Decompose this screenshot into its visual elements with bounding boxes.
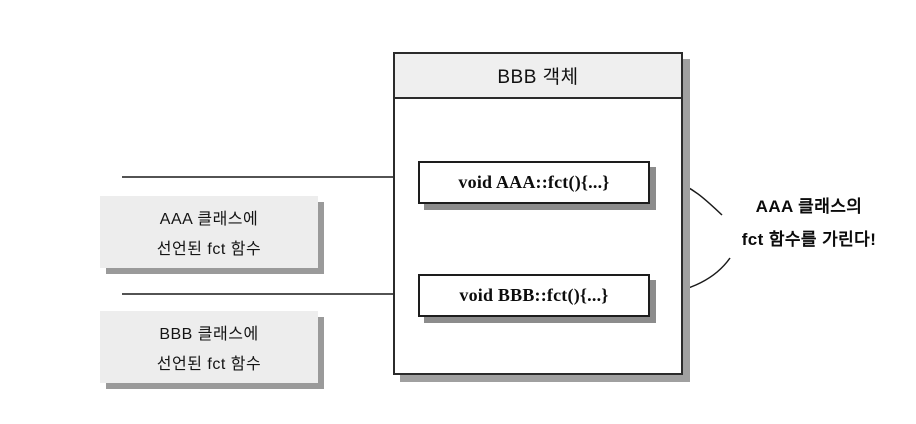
bbb-method-box[interactable]: void BBB::fct(){...}	[418, 274, 650, 317]
aaa-note-line-2: 선언된 fct 함수	[156, 241, 262, 258]
aaa-method-box[interactable]: void AAA::fct(){...}	[418, 161, 650, 204]
bbb-method-signature: void BBB::fct(){...}	[459, 285, 609, 305]
bbb-note-line-1: BBB 클래스에	[159, 326, 259, 343]
bbb-note-box[interactable]: BBB 클래스에 선언된 fct 함수	[100, 311, 318, 383]
container-header: BBB 객체	[395, 54, 681, 99]
override-callout-line-1: AAA 클래스의	[755, 197, 863, 216]
bbb-note-line-2: 선언된 fct 함수	[156, 356, 262, 373]
aaa-note-line-1: AAA 클래스에	[159, 211, 259, 228]
aaa-method-signature: void AAA::fct(){...}	[458, 172, 610, 192]
override-callout: AAA 클래스의 fct 함수를 가린다!	[714, 192, 904, 250]
aaa-note-box[interactable]: AAA 클래스에 선언된 fct 함수	[100, 196, 318, 268]
override-callout-line-2: fct 함수를 가린다!	[741, 230, 877, 249]
container-header-label: BBB 객체	[497, 67, 579, 88]
bbb-object-container[interactable]: BBB 객체	[393, 52, 683, 375]
